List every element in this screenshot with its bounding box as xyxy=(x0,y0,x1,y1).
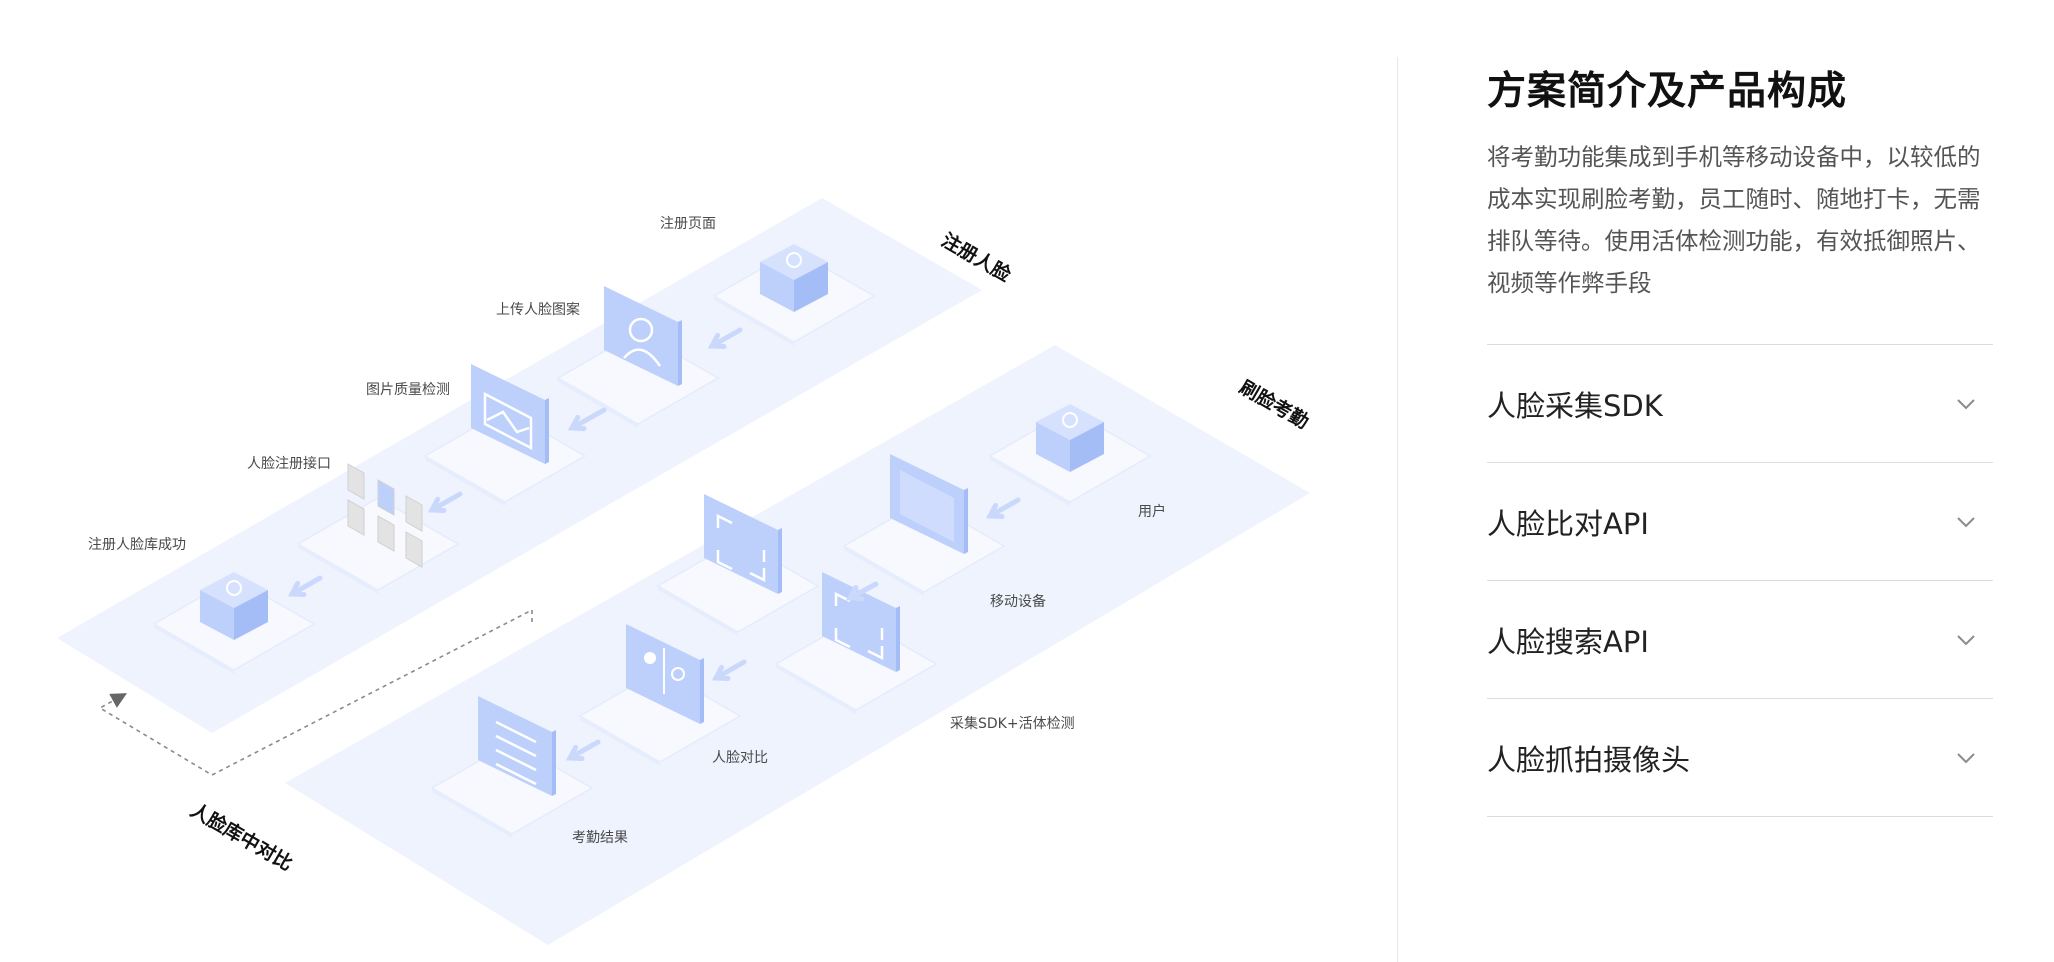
flow-arrow-head xyxy=(707,332,727,350)
scan-frame-icon xyxy=(822,572,900,672)
accordion-item-face-search-api[interactable]: 人脸搜索API xyxy=(1487,581,1993,699)
accordion-item-label: 人脸采集SDK xyxy=(1487,388,1663,423)
accordion-item-label: 人脸搜索API xyxy=(1487,624,1649,659)
face-cube-icon xyxy=(760,244,828,312)
face-scan-screen-icon xyxy=(604,286,682,386)
step-card-edge xyxy=(714,296,794,346)
step-card-edge xyxy=(990,456,1070,506)
chevron-down-icon xyxy=(1957,516,1975,527)
flow-arrow-head xyxy=(567,414,587,432)
register-step-label: 注册页面 xyxy=(660,216,716,232)
step-card-edge xyxy=(776,664,856,714)
register-step-label: 注册人脸库成功 xyxy=(88,537,186,553)
flow-arrow-head xyxy=(427,496,447,514)
register-step-label: 上传人脸图案 xyxy=(496,301,580,318)
register-step-label: 人脸注册接口 xyxy=(247,455,331,472)
flow-arrow xyxy=(569,407,607,431)
chevron-down-icon xyxy=(1957,398,1975,409)
step-card-edge xyxy=(154,624,234,674)
product-accordion: 人脸采集SDK 人脸比对API 人脸搜索API 人脸抓拍摄像头 xyxy=(1487,344,1993,817)
user-cube-icon xyxy=(1036,404,1104,472)
flow-arrow xyxy=(289,575,323,597)
interface-tiles-icon xyxy=(347,463,423,568)
accordion-item-face-compare-api[interactable]: 人脸比对API xyxy=(1487,463,1993,581)
flow-arrow xyxy=(709,327,743,349)
attendance-step-label: 采集SDK+活体检测 xyxy=(950,715,1075,732)
face-cube-icon xyxy=(200,572,268,640)
solution-info-panel: 方案简介及产品构成 将考勤功能集成到手机等移动设备中，以较低的成本实现刷脸考勤，… xyxy=(1487,64,1993,817)
flow-arrow xyxy=(567,739,601,761)
flow-arrow-head xyxy=(287,580,307,598)
accordion-item-face-sdk[interactable]: 人脸采集SDK xyxy=(1487,345,1993,463)
tablet-icon xyxy=(890,454,968,554)
flow-arrow xyxy=(429,491,463,513)
library-compare-path xyxy=(98,608,533,776)
flow-arrow-head xyxy=(985,502,1005,520)
chevron-down-icon xyxy=(1957,634,1975,645)
flow-arrow-head xyxy=(565,744,585,762)
attendance-step-label: 人脸对比 xyxy=(712,750,768,766)
flow-arrow-head xyxy=(711,664,731,682)
panel-title: 方案简介及产品构成 xyxy=(1487,69,1848,114)
section-title-library-compare: 人脸库中对比 xyxy=(187,798,297,875)
flow-arrow xyxy=(987,497,1021,519)
checklist-doc-icon xyxy=(478,696,556,796)
panel-divider xyxy=(1397,57,1398,962)
flow-arrow-head xyxy=(845,585,865,602)
face-compare-icon xyxy=(626,624,704,724)
flow-arrow xyxy=(847,581,879,601)
step-card-edge xyxy=(844,546,924,596)
step-card-edge xyxy=(658,586,738,636)
attendance-step-label: 考勤结果 xyxy=(572,830,628,846)
attendance-step-label: 用户 xyxy=(1138,503,1166,520)
accordion-item-face-capture-camera[interactable]: 人脸抓拍摄像头 xyxy=(1487,699,1993,817)
solution-diagram: 注册页面上传人脸图案图片质量检测人脸注册接口注册人脸库成功 用户移动设备采集SDK… xyxy=(57,198,1313,945)
image-screen-icon xyxy=(471,364,549,464)
accordion-item-label: 人脸比对API xyxy=(1487,506,1649,541)
attendance-step-label: 移动设备 xyxy=(990,593,1046,610)
flow-arrow xyxy=(713,659,747,681)
step-card-edge xyxy=(580,716,660,766)
section-title-attendance: 刷脸考勤 xyxy=(1236,375,1313,433)
step-card-edge xyxy=(558,378,638,428)
panel-description: 将考勤功能集成到手机等移动设备中，以较低的成本实现刷脸考勤，员工随时、随地打卡，… xyxy=(1487,143,1981,297)
scan-frame-icon xyxy=(704,494,782,594)
accordion-item-label: 人脸抓拍摄像头 xyxy=(1487,742,1691,777)
step-card-edge xyxy=(432,788,512,838)
chevron-down-icon xyxy=(1957,752,1975,763)
register-step-label: 图片质量检测 xyxy=(366,382,450,398)
step-card-edge xyxy=(298,544,378,594)
step-card-edge xyxy=(425,456,505,506)
